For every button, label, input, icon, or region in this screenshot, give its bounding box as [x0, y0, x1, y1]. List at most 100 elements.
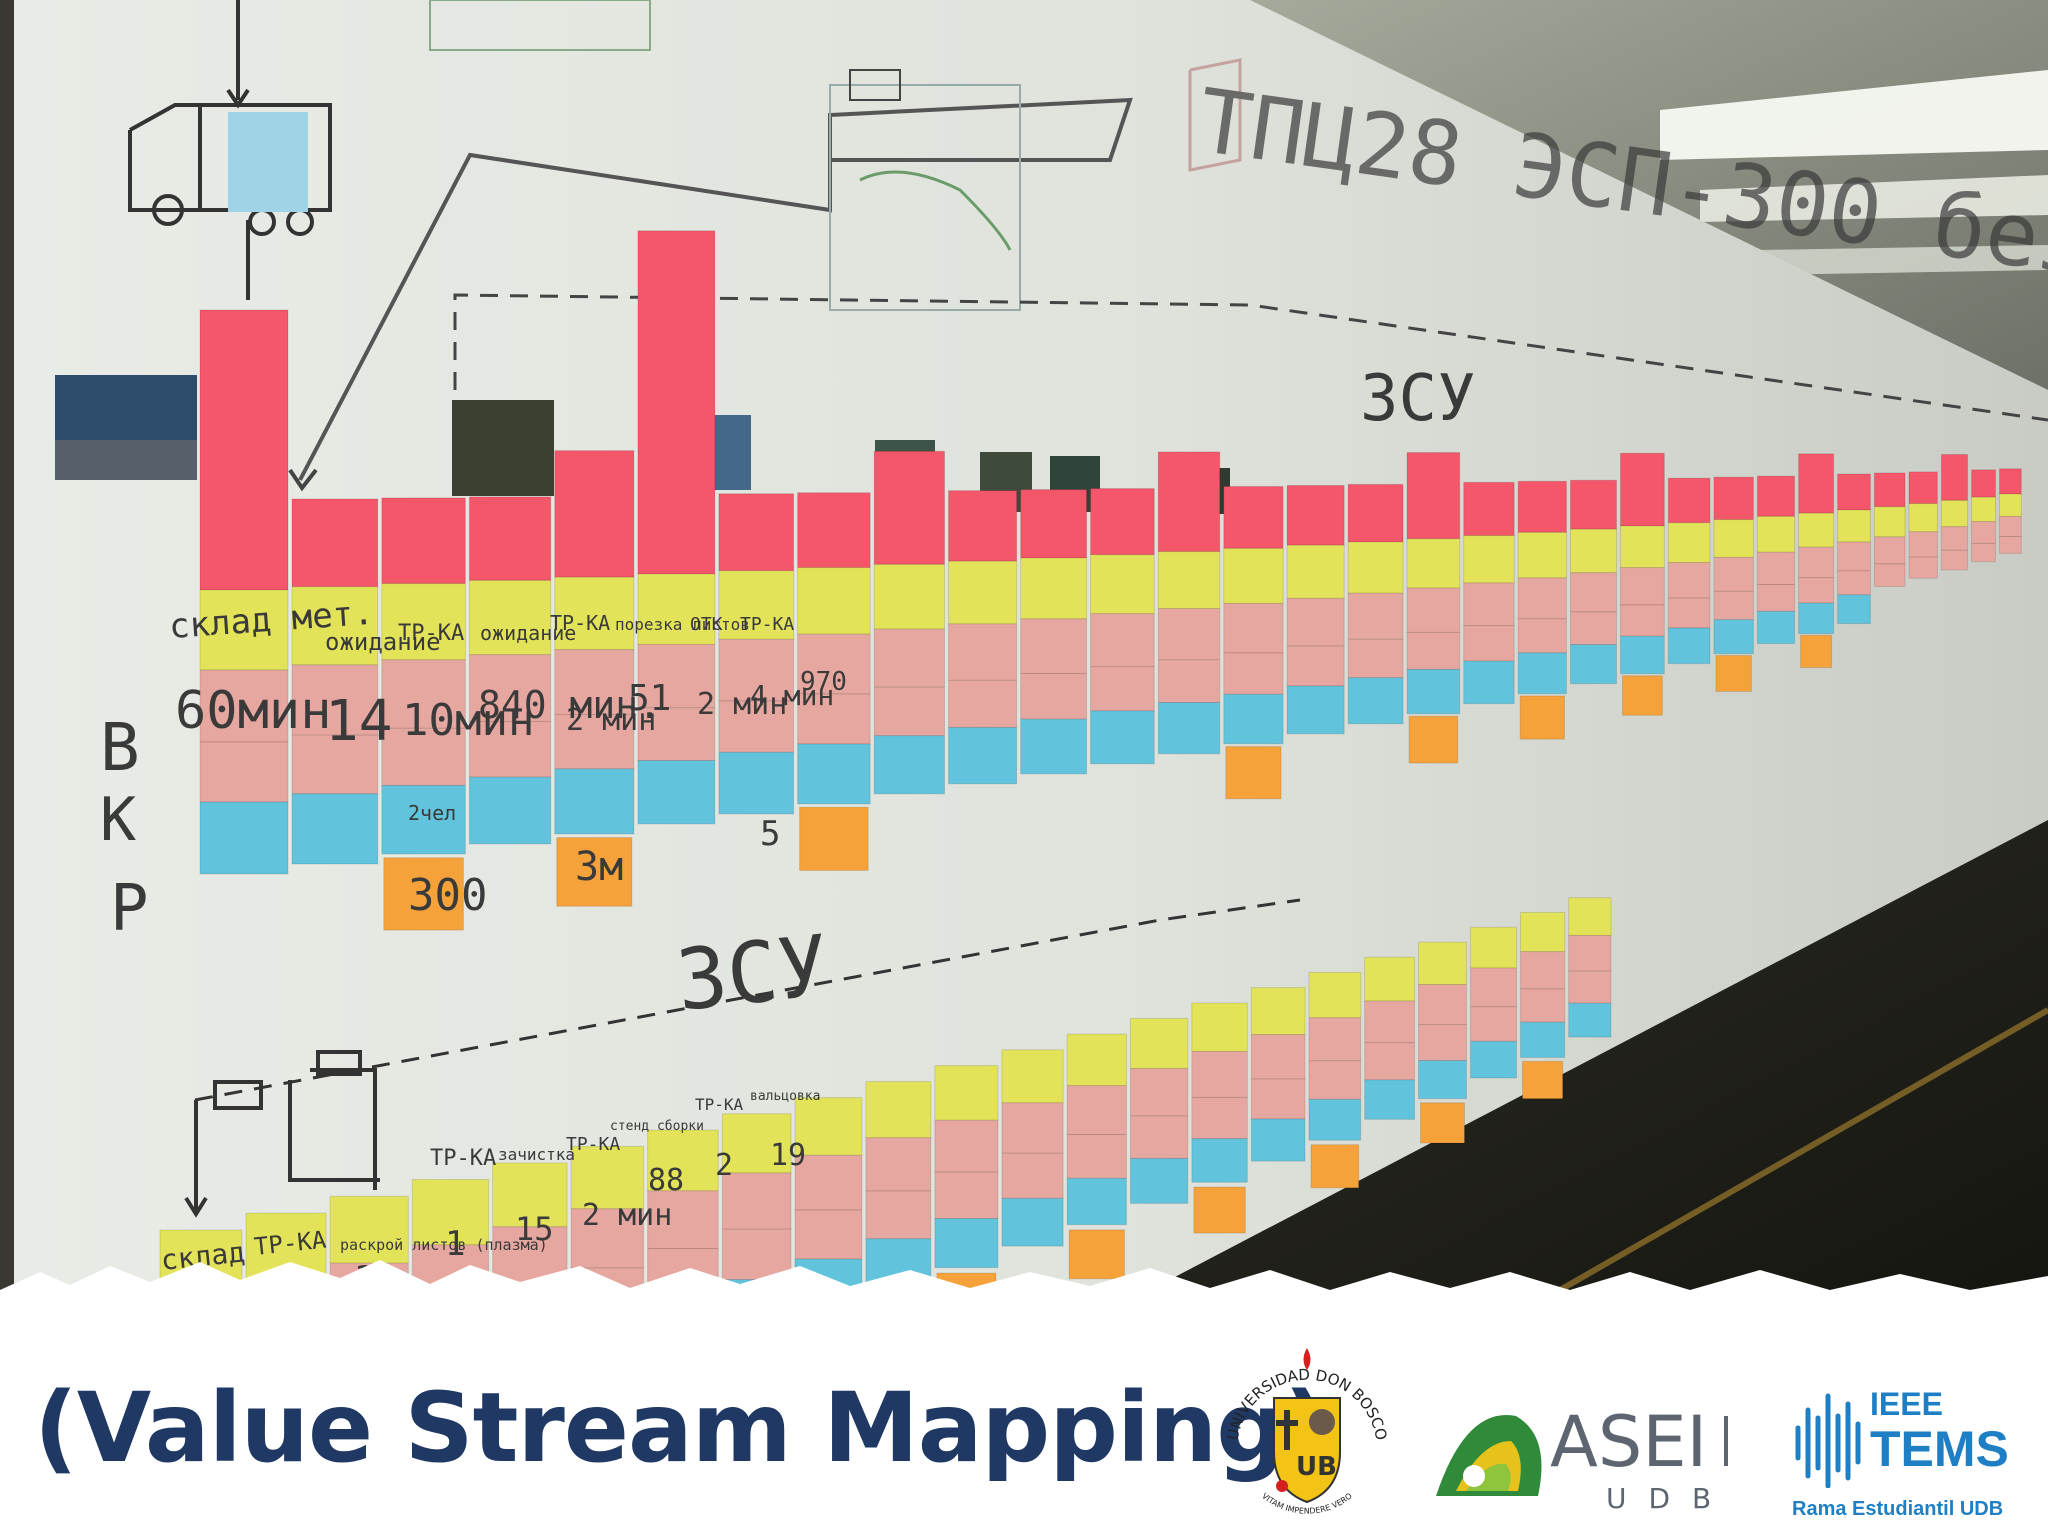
ceiling-light [1660, 70, 2048, 160]
pink-sticky-note [1517, 618, 1567, 654]
yellow-sticky-note [794, 1097, 863, 1156]
red-sticky-note [1908, 471, 1938, 505]
blue-sticky-note [1406, 668, 1461, 715]
yellow-sticky-note [718, 570, 795, 640]
red-sticky-note [1873, 472, 1906, 508]
blue-sticky-note [797, 743, 871, 805]
pink-sticky-note [1286, 597, 1345, 647]
red-sticky-note [291, 498, 379, 588]
row1-time-0: 60мин [175, 681, 332, 741]
pink-sticky-note [1001, 1152, 1064, 1199]
ceiling-light [1760, 245, 2048, 275]
pink-sticky-note [468, 654, 552, 722]
yellow-sticky-note [637, 573, 716, 645]
pink-sticky-note [873, 686, 946, 737]
yellow-sticky-note [381, 583, 466, 661]
pink-sticky-note [1908, 531, 1938, 558]
orange-sticky-note [1068, 1229, 1125, 1280]
ceiling-light [1700, 175, 2048, 222]
red-sticky-note [1517, 480, 1567, 533]
yellow-sticky-note [948, 560, 1018, 625]
pink-sticky-note [1619, 567, 1665, 606]
pink-sticky-note [554, 649, 635, 716]
red-sticky-note [1940, 453, 1969, 501]
pink-sticky-note [1837, 541, 1871, 572]
yellow-sticky-note [1129, 1017, 1189, 1069]
row1-step-6: ОТК [690, 614, 723, 635]
yellow-sticky-note [1250, 987, 1306, 1036]
tems-tagline: Rama Estudiantil UDB [1792, 1498, 2004, 1520]
svg-text:UB: UB [1296, 1452, 1337, 1482]
ieee-tems-logo: IEEE TEMS Rama Estudiantil UDB [1792, 1386, 2032, 1526]
pink-sticky-note [1517, 577, 1567, 620]
red-sticky-note [637, 230, 716, 575]
blue-sticky-note [1020, 718, 1088, 775]
blue-sticky-note [948, 726, 1018, 785]
pink-sticky-note [1223, 602, 1284, 654]
tems-line1: IEEE [1870, 1386, 1943, 1422]
orange-sticky-note [799, 806, 869, 871]
pink-sticky-note [948, 679, 1018, 728]
pink-sticky-note [1001, 1102, 1064, 1154]
blue-sticky-note [1667, 627, 1711, 665]
yellow-sticky-note [1667, 522, 1711, 563]
red-sticky-note [1020, 489, 1088, 559]
row1-time-1: 14 [325, 689, 392, 754]
row1-step-1: ожидание [325, 628, 441, 656]
pink-sticky-note [647, 1190, 719, 1250]
pink-sticky-note [1347, 592, 1404, 640]
red-sticky-note [1569, 479, 1617, 530]
row2-step-2: раскрой листов (плазма) [340, 1236, 548, 1254]
blue-sticky-note [1756, 610, 1796, 645]
pink-sticky-note [1940, 526, 1969, 551]
pink-sticky-note [1157, 659, 1221, 704]
slide-title: (Value Stream Mapping) [34, 1372, 1328, 1484]
yellow-sticky-note [1364, 956, 1416, 1002]
pink-sticky-note [1971, 542, 1997, 563]
pink-sticky-note [1191, 1050, 1248, 1098]
svg-text:К: К [100, 785, 136, 855]
svg-text:Р: Р [110, 872, 149, 946]
pink-sticky-note [1129, 1115, 1189, 1159]
blue-sticky-note [381, 784, 466, 855]
pink-sticky-note [199, 669, 289, 743]
pink-sticky-note [1463, 582, 1515, 627]
red-sticky-note [381, 497, 466, 585]
blue-sticky-note [934, 1217, 999, 1269]
pink-sticky-note [637, 643, 716, 709]
red-sticky-note [1463, 481, 1515, 537]
blue-sticky-note [1517, 652, 1567, 695]
pink-sticky-note [1756, 551, 1796, 585]
yellow-sticky-note [329, 1195, 409, 1264]
yellow-sticky-note [1020, 557, 1088, 620]
blue-sticky-note [1520, 1021, 1566, 1058]
yellow-sticky-note [1568, 897, 1612, 936]
yellow-sticky-note [468, 579, 552, 656]
yellow-sticky-note [1308, 971, 1362, 1019]
yellow-sticky-note [1873, 506, 1906, 538]
yellow-sticky-note [291, 586, 379, 666]
pink-sticky-note [1971, 521, 1997, 544]
red-sticky-note [554, 450, 635, 578]
yellow-sticky-note [1940, 499, 1969, 528]
pink-sticky-note [1873, 536, 1906, 565]
pink-sticky-note [1520, 951, 1566, 990]
blue-sticky-note [1286, 685, 1345, 735]
red-sticky-note [1406, 452, 1461, 540]
pink-sticky-note [1191, 1096, 1248, 1140]
pink-sticky-note [1667, 597, 1711, 629]
blue-sticky-note [1798, 602, 1835, 635]
row1-time-2: 10мин [402, 695, 534, 746]
row2-time-8: 19 [770, 1138, 806, 1173]
pink-sticky-note [570, 1208, 645, 1269]
pink-sticky-note [1406, 587, 1461, 633]
pink-sticky-note [291, 734, 379, 795]
row1-time-8: 970 [800, 667, 847, 697]
pink-sticky-note [1308, 1060, 1362, 1100]
blue-sticky-note [1001, 1197, 1064, 1247]
row1-time-5: 51 [628, 678, 671, 719]
blue-sticky-note [1837, 594, 1871, 625]
tems-line2: TEMS [1870, 1421, 2009, 1477]
row1-stock-4: 3м [575, 844, 623, 890]
